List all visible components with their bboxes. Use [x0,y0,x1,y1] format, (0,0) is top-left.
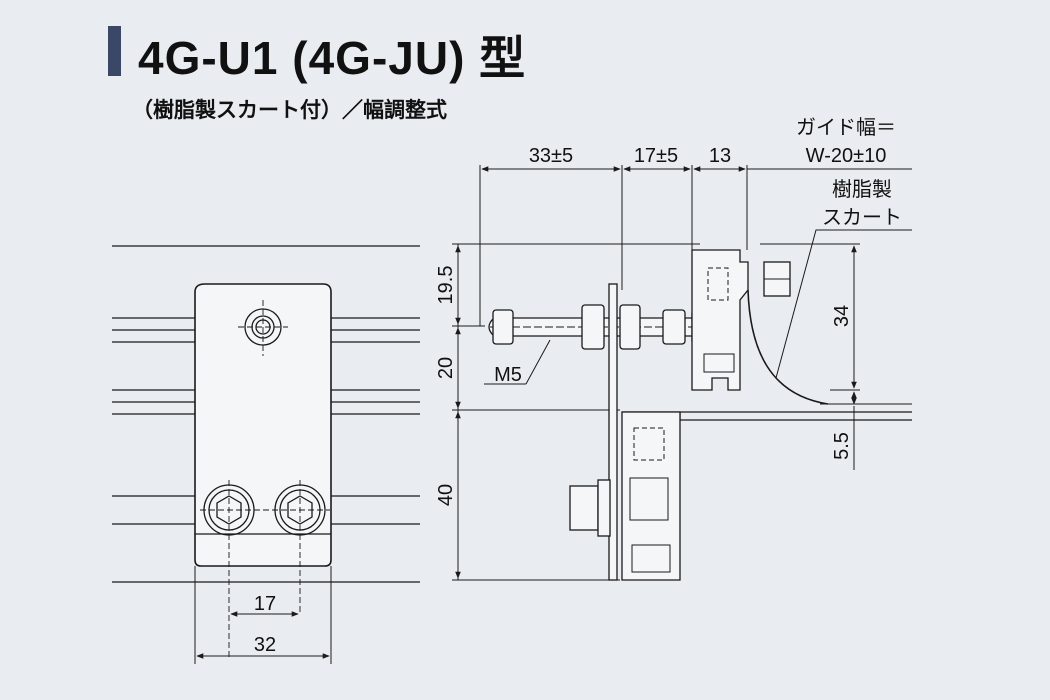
dim-33: 33±5 [529,145,573,167]
title-accent-bar [108,26,121,76]
page-subtitle: （樹脂製スカート付）／幅調整式 [132,99,447,122]
frame-bolt [569,485,599,531]
guide-rail-profile [691,249,749,391]
front-view [112,245,420,664]
skirt-label-1: 樹脂製 [832,178,892,201]
top-bolt [238,300,288,356]
bracket-plate [194,283,332,567]
dim-40: 40 [435,484,457,506]
dim-17-bottom: 17 [254,593,276,615]
resin-skirt [747,289,829,405]
mounting-plate [608,283,618,581]
dim-17-top: 17±5 [634,145,678,167]
bolt-m5-label: M5 [494,364,522,386]
dim-5-5: 5.5 [831,432,853,460]
dim-34: 34 [831,305,853,327]
dim-13: 13 [709,145,731,167]
dim-20: 20 [435,357,457,379]
side-view [452,165,912,581]
dim-32-bottom: 32 [254,634,276,656]
guide-width-value: W-20±10 [806,145,887,167]
dim-19-5: 19.5 [435,266,457,305]
page-title: 4G-U1 (4G-JU) 型 [138,32,527,84]
skirt-label-2: スカート [822,207,902,229]
guide-width-label: ガイド幅＝ [796,116,896,139]
